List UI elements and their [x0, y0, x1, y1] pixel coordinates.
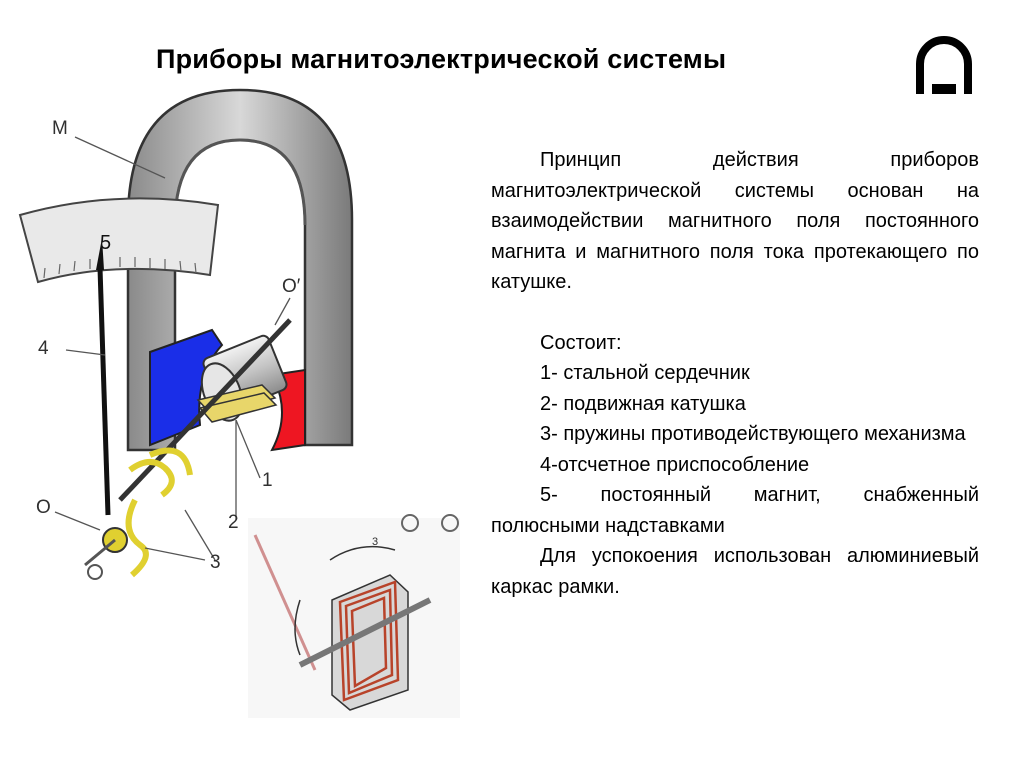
pole-piece-blue	[149, 328, 224, 447]
description-block: Принцип действия приборов магнитоэлектри…	[491, 145, 979, 602]
label-axis-o-prime: О′	[282, 276, 301, 297]
part-item: 3- пружины противодействующего механизма	[540, 423, 966, 445]
description-paragraph: Принцип действия приборов магнитоэлектри…	[491, 149, 979, 293]
magnetoelectric-symbol-icon	[916, 36, 972, 94]
label-inset-3: 3	[372, 536, 379, 548]
part-item: 1- стальной сердечник	[540, 362, 750, 384]
scale	[18, 197, 220, 284]
page-title: Приборы магнитоэлектрической системы	[156, 44, 727, 74]
springs	[125, 447, 193, 578]
part-item: 4-отсчетное приспособление	[540, 453, 810, 476]
part-item: 2- подвижная катушка	[540, 392, 746, 415]
steel-core	[200, 334, 288, 422]
label-3: 3	[210, 552, 221, 573]
label-scale-mark: 5	[100, 232, 112, 254]
label-magnet: М	[52, 118, 68, 139]
coil-inset	[248, 514, 460, 718]
moving-coil	[196, 384, 278, 423]
label-axis-o: О	[36, 497, 51, 518]
part-item: Для успокоения использован алюминиевый к…	[491, 545, 979, 598]
pointer	[96, 238, 111, 516]
part-item: 5- постоянный магнит, снабженный полюсны…	[491, 484, 979, 537]
label-2: 2	[228, 512, 239, 533]
permanent-magnet	[126, 88, 354, 452]
consists-heading: Состоит:	[540, 331, 622, 354]
label-1: 1	[262, 470, 273, 491]
pole-piece-red	[270, 368, 306, 452]
label-4: 4	[38, 338, 49, 359]
